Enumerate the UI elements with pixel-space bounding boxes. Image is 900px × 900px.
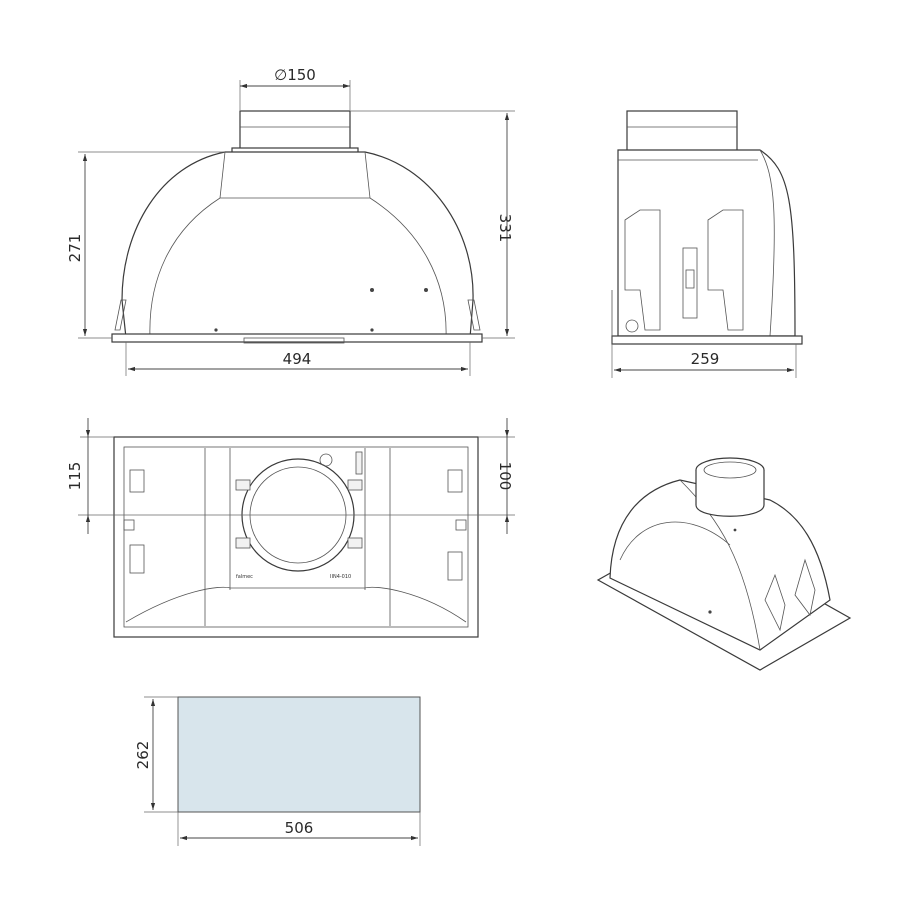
filter-rectangle — [177, 696, 421, 813]
isometric-view — [596, 457, 852, 671]
hood-body-front — [121, 151, 474, 339]
dim-total-height: 331 — [496, 214, 514, 243]
screw-dot — [424, 288, 428, 292]
top-view: falmec IIN4-010 115 100 — [66, 418, 515, 638]
screw-dot — [370, 288, 374, 292]
hood-body-side — [617, 149, 796, 337]
dim-body-height: 271 — [66, 234, 84, 263]
duct-collar-side — [626, 110, 738, 154]
front-view: ∅150 271 331 494 — [66, 66, 515, 376]
top-small-label: IIN4-010 — [330, 574, 351, 580]
dim-offset-left: 115 — [66, 462, 84, 491]
dim-depth: 259 — [691, 350, 720, 368]
screw-dot — [370, 328, 374, 332]
dim-width: 494 — [283, 350, 312, 368]
screw-dot — [214, 328, 218, 332]
dim-offset-right: 100 — [496, 462, 514, 491]
dim-duct-diameter: ∅150 — [274, 66, 316, 84]
filter-panel: 262 506 — [134, 696, 421, 846]
duct-collar — [239, 110, 351, 154]
side-view: 259 — [611, 110, 803, 378]
dim-filter-height: 262 — [134, 741, 152, 770]
top-brand-mark: falmec — [236, 574, 253, 580]
dim-filter-width: 506 — [285, 819, 314, 837]
